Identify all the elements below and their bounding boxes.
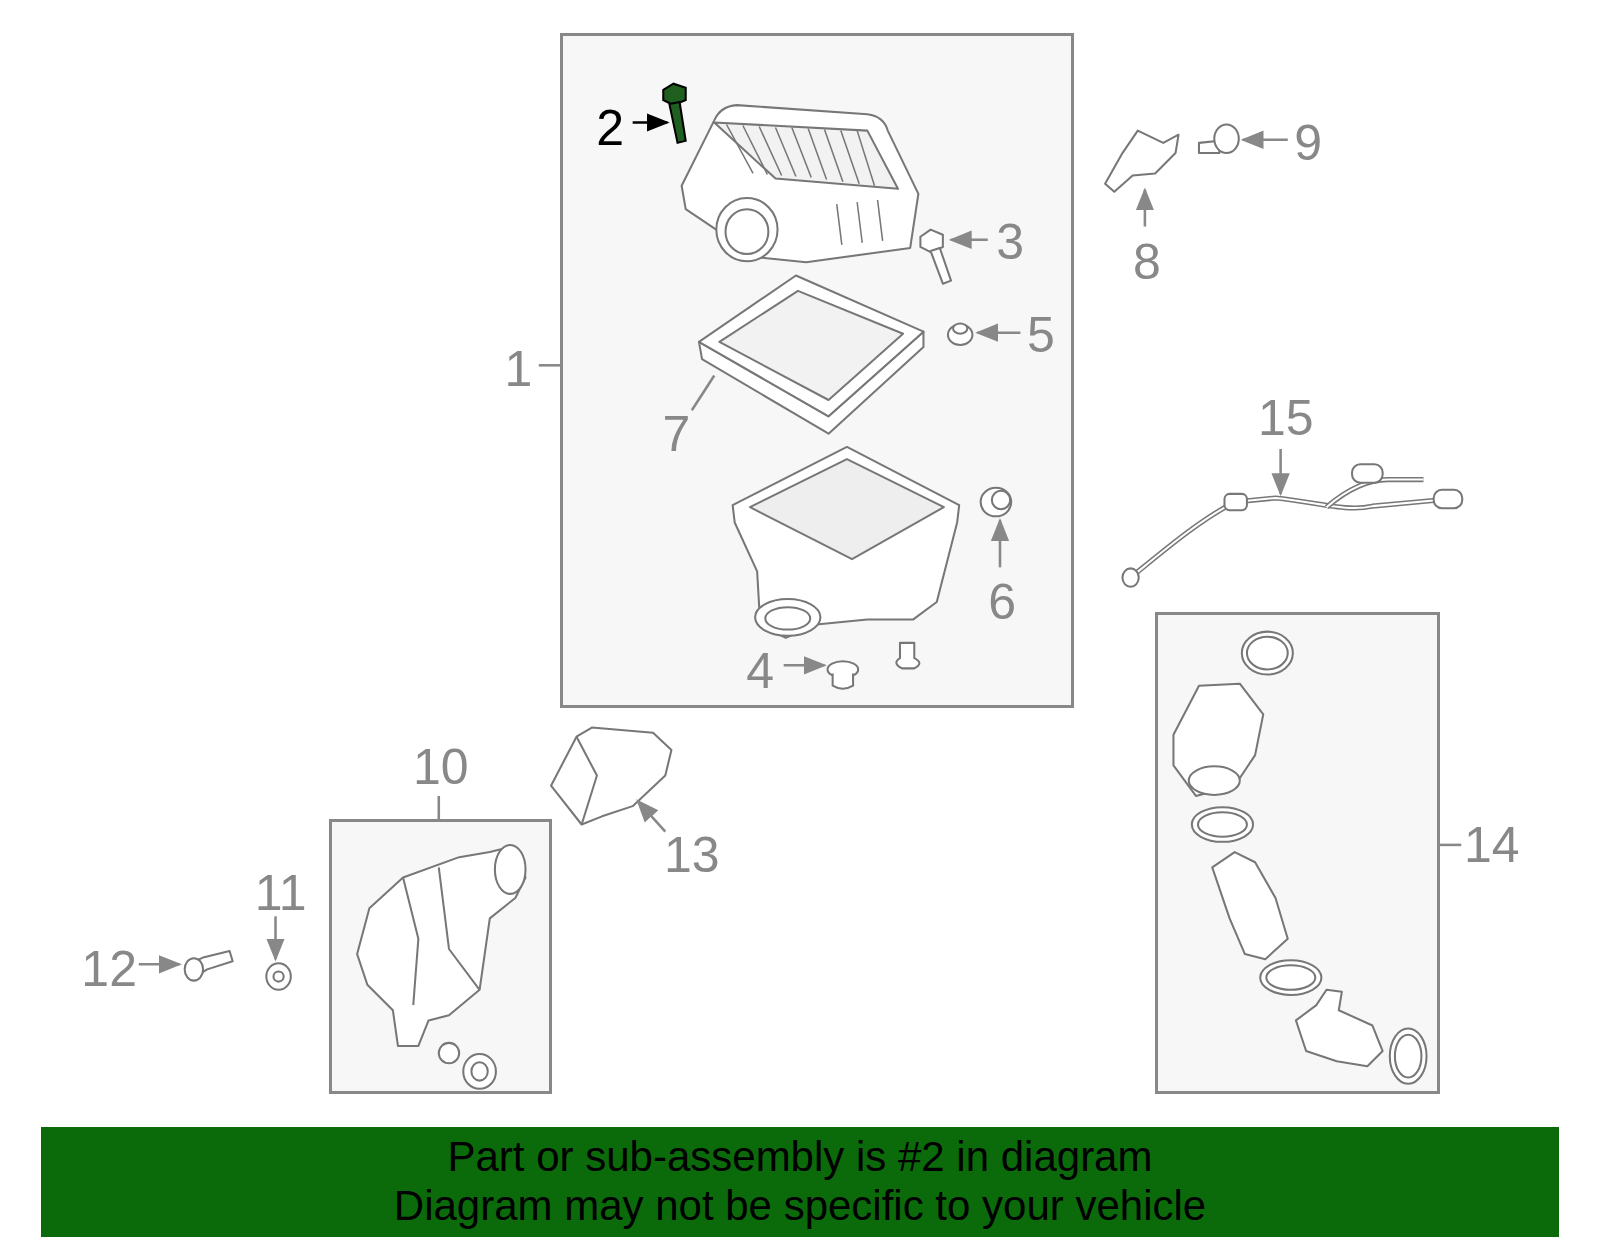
leader-line: [539, 364, 560, 367]
callout-number: 11: [255, 868, 307, 918]
callout-number: 1: [504, 344, 532, 394]
highlighted-bolt: [663, 84, 685, 143]
hose-clamp: [1192, 807, 1253, 842]
leader-line: [1440, 844, 1461, 847]
callout-number: 6: [988, 577, 1016, 627]
leader-line: [1279, 449, 1282, 494]
leader-line: [274, 916, 277, 959]
leader-line: [1144, 190, 1147, 227]
leader-line: [999, 520, 1002, 567]
box-ground: [1155, 612, 1440, 1094]
hose-clamp: [1260, 960, 1321, 995]
callout-number: 4: [746, 646, 774, 696]
callout-number: 3: [996, 217, 1024, 267]
callout-number: 15: [1258, 393, 1314, 443]
assembly-box: 10: [329, 819, 552, 1093]
hose-clamp: [1242, 632, 1293, 675]
leader-line: [1243, 139, 1288, 142]
notice-text: Part or sub-assembly is #2 in diagram: [448, 1133, 1153, 1181]
air-box-lower: [733, 447, 960, 638]
box-ground: [329, 819, 552, 1093]
notice-band: Part or sub-assembly is #2 in diagramDia…: [41, 1127, 1559, 1237]
intake-hose: [1173, 684, 1263, 796]
box-ground: [560, 33, 1074, 709]
grommet: [439, 1043, 459, 1063]
callout-number: 13: [664, 830, 720, 880]
leader-line: [784, 664, 825, 667]
throttle-adapter: [1296, 990, 1383, 1067]
callout-number: 14: [1464, 820, 1520, 870]
leader-line: [633, 121, 668, 124]
leader-line: [951, 239, 988, 242]
callout-number: 7: [663, 409, 691, 459]
air-box-cover: [682, 105, 919, 262]
leader-line: [978, 331, 1021, 334]
leader-line: [139, 963, 180, 966]
leader-line: [438, 796, 441, 819]
assembly-box: 14: [1155, 612, 1440, 1094]
nut: [266, 963, 290, 990]
notice-text: Diagram may not be specific to your vehi…: [394, 1182, 1206, 1230]
callout-number: 5: [1027, 310, 1055, 360]
hose-clamp: [1390, 1029, 1427, 1084]
callout-number: 2: [596, 103, 624, 153]
duct-seal: [551, 728, 671, 825]
intake-hose: [1212, 852, 1288, 959]
callout-number: 10: [413, 742, 469, 792]
leader-line: [692, 376, 714, 411]
callout-number: 9: [1294, 118, 1322, 168]
pin: [896, 643, 919, 669]
vent-hose: [1131, 498, 1439, 578]
callout-number: 12: [81, 944, 137, 994]
sensor: [1105, 131, 1178, 192]
leader-line: [638, 801, 666, 832]
grommet: [981, 488, 1012, 517]
callout-number: 8: [1133, 237, 1161, 287]
